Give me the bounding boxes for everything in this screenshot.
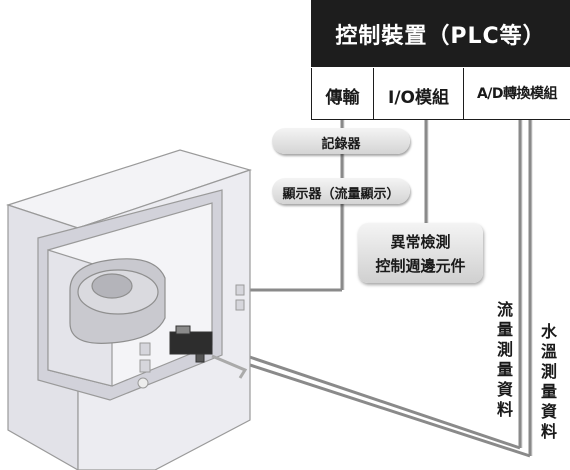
module-ad-conversion: A/D轉換模組 <box>464 68 570 120</box>
module-transmission: 傳輸 <box>311 68 374 120</box>
module-label: I/O模組 <box>388 88 449 108</box>
peripheral-label-line1: 異常檢測 <box>390 233 451 251</box>
flow-data-label: 流量測量資料 <box>496 300 513 419</box>
controller-box: 控制裝置（PLC等） <box>311 0 570 67</box>
sensor-cable-flow <box>204 340 521 450</box>
sensor-cable-temp <box>209 350 531 458</box>
module-label: 傳輸 <box>325 88 360 108</box>
water-temp-data-label: 水溫測量資料 <box>540 322 557 441</box>
recorder-label: 記錄器 <box>321 137 361 152</box>
chuck <box>69 258 166 344</box>
peripheral-label-line2: 控制週邊元件 <box>375 257 466 275</box>
display-label: 顯示器（流量顯示） <box>282 187 400 202</box>
module-io: I/O模組 <box>374 68 464 120</box>
peripheral-box: 異常檢測 控制週邊元件 <box>358 223 483 283</box>
controller-title: 控制裝置（PLC等） <box>335 24 546 49</box>
recorder-box: 記錄器 <box>272 128 410 154</box>
module-label: A/D轉換模組 <box>476 86 558 102</box>
display-box: 顯示器（流量顯示） <box>272 178 410 204</box>
flow-sensor <box>169 325 248 379</box>
